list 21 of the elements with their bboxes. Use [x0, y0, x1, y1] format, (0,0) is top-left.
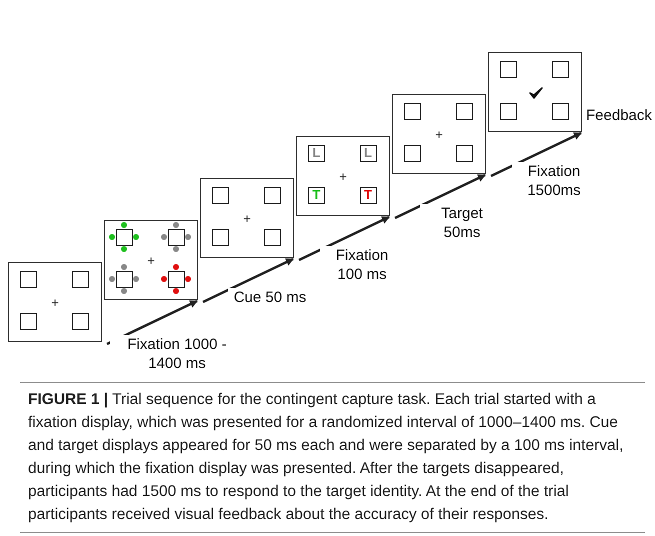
fixation-cross: + [338, 170, 348, 183]
display-screen [296, 136, 390, 216]
display-screen [8, 262, 102, 342]
display-screen [488, 52, 582, 132]
fixation-cross: + [50, 296, 60, 309]
arrow [106, 300, 198, 346]
arrow [394, 174, 486, 220]
display-screen [200, 178, 294, 258]
figure-caption: FIGURE 1 | Trial sequence for the contingent capture task. Each trial started with a fixation display, which was presented for a randomized interval of 1000–1400 ms. Cue and target displays appeared for 50 ms each and were separated by a 100 ms interval, during which the fixation display was presented. After the targets disappeared, participants had 1500 ms to respond to the target identity. At the end of the trial participants received visual feedback about the accuracy of their responses. [27, 390, 624, 525]
fixation-cross: + [434, 128, 444, 141]
letter-square: T [308, 186, 325, 204]
letter-square: L [360, 145, 376, 162]
arrow [490, 132, 582, 178]
display-screen [104, 220, 198, 300]
arrow [202, 258, 294, 304]
fixation-cross: + [146, 254, 156, 267]
arrow [298, 216, 390, 262]
letter-square: T [360, 186, 376, 204]
display-screen [392, 94, 486, 174]
fixation-cross: + [242, 212, 252, 225]
letter-square: L [308, 145, 325, 162]
